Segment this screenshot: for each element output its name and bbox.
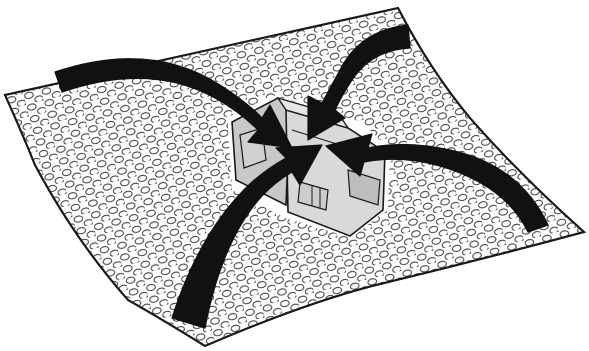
bubble-wrap-illustration — [0, 0, 589, 351]
